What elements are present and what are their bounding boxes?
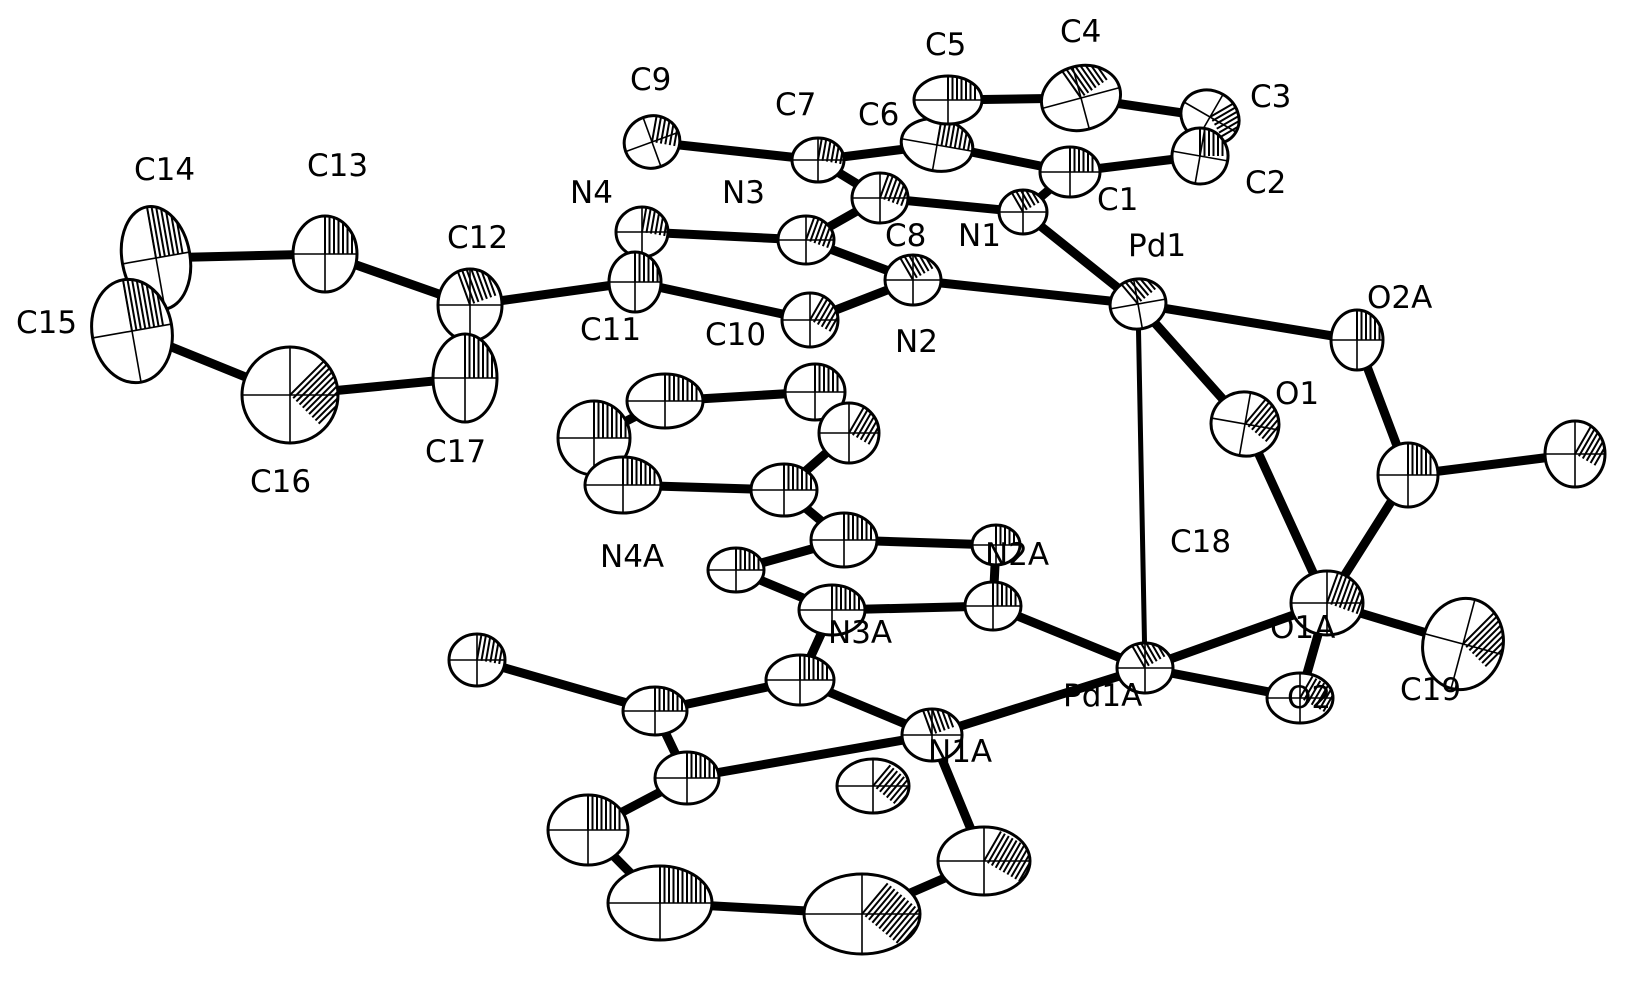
atom-ellipsoid-c13 xyxy=(291,214,359,294)
atom-ellipsoid-pd1a xyxy=(1115,641,1175,695)
atom-ellipsoid-c4 xyxy=(1039,56,1123,133)
label-c13: C13 xyxy=(307,148,368,184)
label-c4: C4 xyxy=(1060,14,1101,50)
atom-ellipsoid-o2a xyxy=(1329,308,1385,372)
bond-c10-c11 xyxy=(630,277,815,325)
atom-ellipsoid-o1 xyxy=(1209,390,1285,458)
atom-ellipsoid-c17 xyxy=(431,332,499,424)
atom-ellipsoid-cq5 xyxy=(546,793,630,867)
label-c5: C5 xyxy=(925,27,966,63)
atom-ellipsoid-c5 xyxy=(912,74,984,126)
atom-ellipsoid-cq3 xyxy=(653,750,721,806)
label-n1: N1 xyxy=(958,218,1001,254)
label-c10: C10 xyxy=(705,317,766,353)
atom-ellipsoid-c19 xyxy=(1421,596,1514,692)
atom-ellipsoid-cq8 xyxy=(802,872,922,956)
atom-ellipsoid-c12 xyxy=(436,267,504,343)
label-c11: C11 xyxy=(580,312,641,348)
label-c7: C7 xyxy=(775,87,816,123)
atom-ellipsoid-cq2 xyxy=(764,653,836,707)
label-c3: C3 xyxy=(1250,79,1291,115)
bond-cq3-n1a xyxy=(682,730,937,783)
label-n3a: N3A xyxy=(828,615,892,651)
atom-ellipsoid-c10 xyxy=(780,291,840,349)
atom-ellipsoid-cq7 xyxy=(606,864,714,942)
labels-layer: C9 C5 C4 C3 C2 C7 C6 C1 C14 C13 N4 N3 C8… xyxy=(16,14,1461,770)
label-pd1: Pd1 xyxy=(1128,228,1186,264)
atom-ellipsoid-n1a xyxy=(900,707,964,763)
atom-ellipsoid-n3 xyxy=(776,214,836,266)
atom-ellipsoid-cme xyxy=(447,632,507,688)
atom-ellipsoid-n2a2 xyxy=(963,580,1023,632)
label-c14: C14 xyxy=(134,152,195,188)
label-c16: C16 xyxy=(250,464,311,500)
label-c12: C12 xyxy=(447,220,508,256)
bond-n2-pd1 xyxy=(908,275,1143,309)
atom-ellipsoid-n4a xyxy=(706,546,766,594)
atom-ellipsoid-c8 xyxy=(850,171,910,225)
label-pd1a: Pd1A xyxy=(1063,678,1142,714)
label-c19: C19 xyxy=(1400,672,1461,708)
atom-ellipsoid-c18 xyxy=(1289,569,1365,637)
atom-ellipsoid-c11 xyxy=(607,250,663,314)
atom-ellipsoid-c16 xyxy=(240,345,340,445)
atom-ellipsoid-n3a xyxy=(797,583,867,637)
label-o1a: O1A xyxy=(1270,610,1335,646)
label-n2: N2 xyxy=(895,324,938,360)
atom-ellipsoid-ph7 xyxy=(809,511,879,569)
atom-ellipsoid-c15 xyxy=(90,274,174,385)
atom-ellipsoid-cq1 xyxy=(621,685,689,737)
bond-pd1-o2a xyxy=(1133,299,1362,345)
atom-ellipsoid-c9 xyxy=(622,114,682,170)
atom-ellipsoid-ph5 xyxy=(583,455,663,515)
label-c17: C17 xyxy=(425,434,486,470)
atom-ellipsoid-c1 xyxy=(1038,145,1102,199)
atom-ellipsoid-c1x xyxy=(1543,419,1607,489)
atom-ellipsoid-pd1 xyxy=(1108,274,1168,331)
label-n4a: N4A xyxy=(600,539,664,575)
atom-ellipsoid-ph6 xyxy=(749,462,819,518)
atom-ellipsoid-n1 xyxy=(997,188,1049,236)
atom-ellipsoid-cq4 xyxy=(835,757,911,815)
atom-ellipsoid-cq6 xyxy=(936,825,1032,897)
atom-ellipsoid-ph3 xyxy=(817,401,881,465)
label-o2: O2 xyxy=(1287,680,1331,716)
label-c15: C15 xyxy=(16,305,77,341)
label-n1a: N1A xyxy=(928,734,992,770)
atom-ellipsoid-c2 xyxy=(1170,126,1230,186)
bond-pd1a-n1a xyxy=(927,663,1150,740)
atom-ellipsoid-c7 xyxy=(790,136,846,184)
bond-pd1-pd1a xyxy=(1135,301,1148,671)
atom-ellipsoid-o2 xyxy=(1265,671,1335,725)
label-c2: C2 xyxy=(1245,165,1286,201)
atom-ellipsoid-c18x xyxy=(1376,441,1440,509)
label-o1: O1 xyxy=(1275,376,1319,412)
label-n2a: N2A xyxy=(985,537,1049,573)
label-c8: C8 xyxy=(885,218,926,254)
label-c6: C6 xyxy=(858,97,899,133)
label-c9: C9 xyxy=(630,62,671,98)
label-c18: C18 xyxy=(1170,524,1231,560)
atom-ellipsoid-n2a xyxy=(970,523,1022,567)
label-c1: C1 xyxy=(1097,182,1138,218)
atom-ellipsoid-n4 xyxy=(614,205,670,259)
label-n3: N3 xyxy=(722,175,765,211)
label-o2a: O2A xyxy=(1367,280,1432,316)
atom-ellipsoid-ph1 xyxy=(625,372,705,430)
label-n4: N4 xyxy=(570,175,613,211)
atoms-layer xyxy=(90,56,1607,956)
atom-ellipsoid-n2 xyxy=(883,253,943,307)
